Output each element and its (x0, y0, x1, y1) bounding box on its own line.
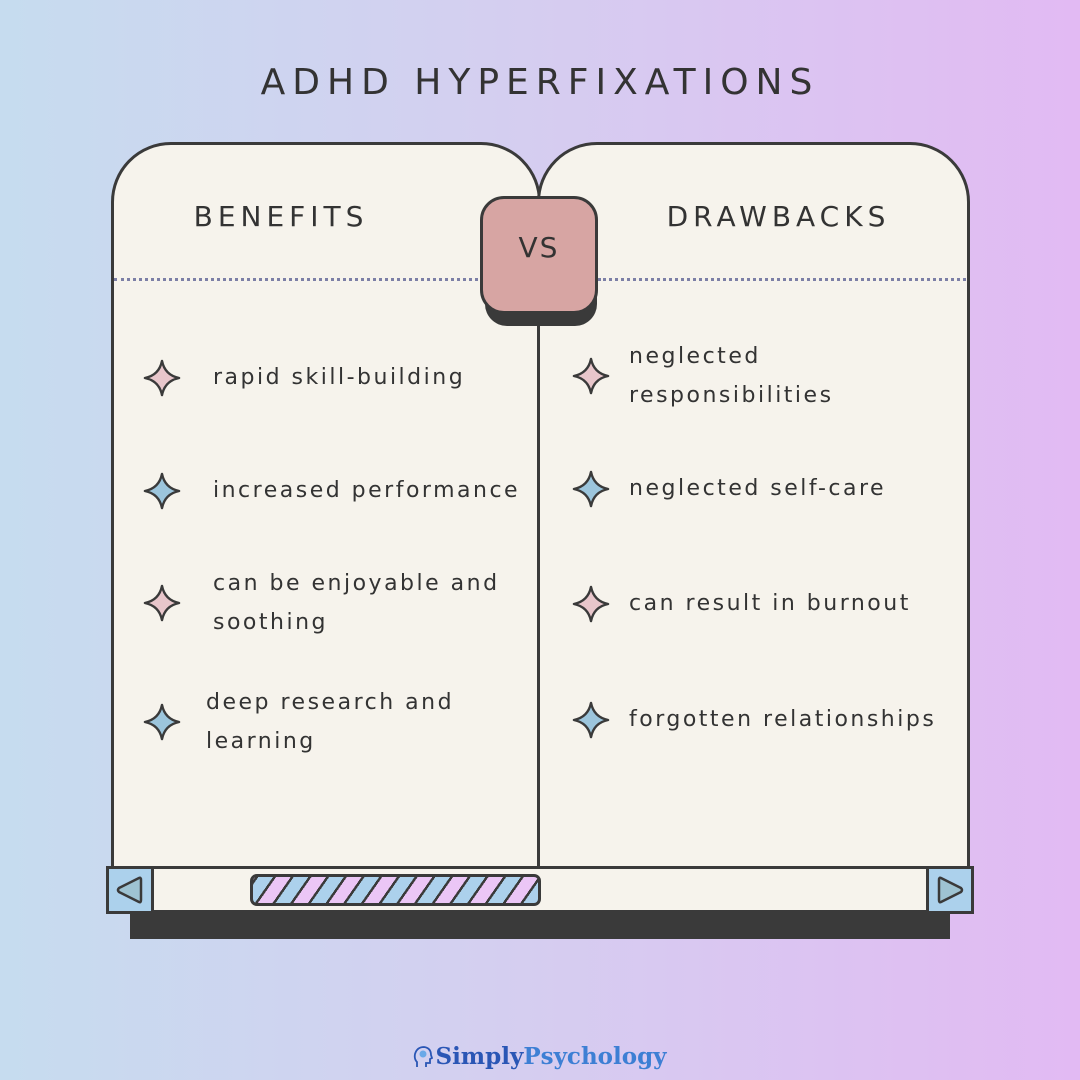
scroll-right-button[interactable] (926, 866, 974, 914)
drawback-item: can result in burnout (572, 584, 911, 623)
drawback-text: forgotten relationships (629, 707, 937, 732)
divider-right (598, 278, 966, 281)
benefit-text: increased performance (213, 478, 521, 503)
sparkle-star-blue-icon (572, 470, 610, 507)
benefit-item: rapid skill-building (143, 358, 465, 397)
benefit-text: can be enjoyable and soothing (213, 571, 500, 635)
brand-part1: Simply (435, 1043, 524, 1070)
drawbacks-panel: DRAWBACKS (537, 142, 970, 877)
scroll-left-button[interactable] (106, 866, 154, 914)
divider-left (114, 278, 484, 281)
scrollbar-thumb[interactable] (250, 874, 541, 906)
sparkle-star-pink-icon (143, 584, 181, 622)
benefit-item: can be enjoyable and soothing (143, 564, 513, 642)
benefit-item: deep research and learning (143, 683, 486, 761)
sparkle-star-blue-icon (143, 703, 181, 741)
brand-part2: Psychology (523, 1043, 667, 1070)
page-title: ADHD HYPERFIXATIONS (260, 62, 820, 103)
drawback-text: neglected self-care (629, 476, 887, 501)
drawback-text: neglected responsibilities (629, 344, 834, 408)
vs-label: VS (518, 230, 560, 264)
sparkle-star-pink-icon (572, 585, 610, 622)
sparkle-star-blue-icon (572, 701, 610, 738)
triangle-left-icon (116, 876, 143, 904)
vs-badge: VS (480, 196, 598, 314)
drawback-item: neglected self-care (572, 469, 886, 508)
benefit-item: increased performance (143, 471, 520, 510)
benefits-heading: BENEFITS (193, 200, 369, 233)
sparkle-star-blue-icon (143, 472, 181, 509)
head-brain-icon (414, 1046, 434, 1067)
benefit-text: deep research and learning (206, 690, 455, 754)
scrollbar-shadow (130, 913, 950, 939)
drawbacks-heading: DRAWBACKS (666, 200, 891, 233)
brand-logo: SimplyPsychology (0, 1043, 1080, 1070)
drawback-item: forgotten relationships (572, 700, 936, 739)
sparkle-star-pink-icon (572, 357, 610, 395)
drawback-text: can result in burnout (629, 591, 911, 616)
drawback-item: neglected responsibilities (572, 337, 889, 415)
benefits-panel: BENEFITS (111, 142, 541, 877)
benefit-text: rapid skill-building (213, 365, 466, 390)
triangle-right-icon (937, 876, 964, 904)
sparkle-star-pink-icon (143, 359, 181, 396)
